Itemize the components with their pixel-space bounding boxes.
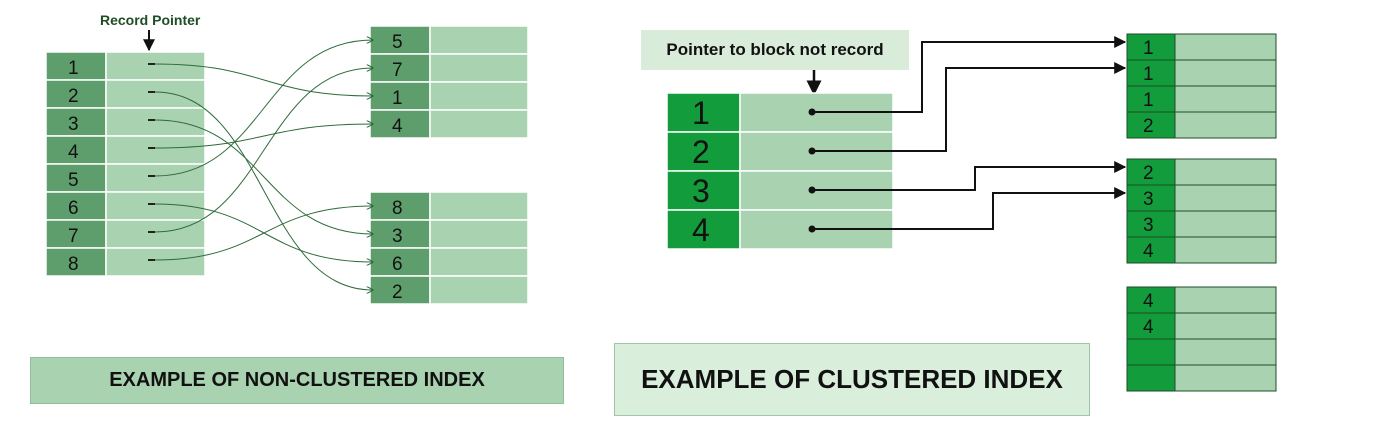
- data-block-b-key: 6: [392, 254, 403, 275]
- disk-block-2-key: 4: [1143, 241, 1154, 262]
- record-pointer-line: [154, 63, 373, 96]
- clustered-index-key: 1: [692, 95, 710, 131]
- block-pointer-line: [812, 187, 1127, 230]
- clustered-index-key-cell: [666, 92, 741, 133]
- disk-block-1-key: 1: [1143, 64, 1154, 85]
- data-block-a-key: 1: [392, 88, 403, 109]
- data-block-a-key-cell: [369, 25, 431, 55]
- index-pointer-cell: [105, 163, 206, 193]
- data-block-b-key: 2: [392, 282, 403, 303]
- data-block-b-key: 8: [392, 198, 403, 219]
- data-block-a-record-cell: [429, 109, 529, 139]
- disk-block-2-key: 3: [1143, 215, 1154, 236]
- record-pointer-label: Record Pointer: [100, 12, 201, 28]
- clustered-caption: EXAMPLE OF CLUSTERED INDEX: [614, 343, 1090, 416]
- data-block-b-record-cell: [429, 247, 529, 277]
- index-key: 6: [68, 198, 79, 219]
- record-pointer-line: [154, 206, 373, 261]
- disk-block-2-key-cell: [1126, 236, 1176, 264]
- data-block-a-key: 4: [392, 116, 403, 137]
- data-block-b-record-cell: [429, 275, 529, 305]
- disk-block-2-record-cell: [1174, 236, 1277, 264]
- disk-block-2-key: 2: [1143, 163, 1154, 184]
- disk-block-3-key-cell: [1126, 364, 1176, 392]
- data-block-b-key: 3: [392, 226, 403, 247]
- disk-block-1-key: 1: [1143, 90, 1154, 111]
- data-block-a-key: 7: [392, 60, 403, 81]
- disk-block-3-record-cell: [1174, 286, 1277, 314]
- block-pointer-note: Pointer to block not record: [641, 30, 909, 70]
- record-pointer-line: [154, 91, 373, 290]
- index-pointer-cell: [105, 107, 206, 137]
- block-pointer-line: [812, 161, 1127, 191]
- disk-block-1-record-cell: [1174, 85, 1277, 113]
- disk-block-1-key-cell: [1126, 33, 1176, 61]
- index-key: 2: [68, 86, 79, 107]
- index-key: 4: [68, 142, 79, 163]
- disk-block-3-key-cell: [1126, 286, 1176, 314]
- index-pointer-cell: [105, 219, 206, 249]
- index-pointer-cell: [105, 51, 206, 81]
- data-block-b-record-cell: [429, 191, 529, 221]
- record-pointer-line: [154, 124, 373, 149]
- disk-block-1-key: 2: [1143, 116, 1154, 137]
- disk-block-1-key-cell: [1126, 59, 1176, 87]
- block-pointer-line: [812, 36, 1127, 113]
- index-key: 1: [68, 58, 79, 79]
- index-key-cell: [45, 191, 107, 221]
- record-pointer-line: [154, 68, 373, 233]
- index-key-cell: [45, 219, 107, 249]
- disk-block-2-record-cell: [1174, 184, 1277, 212]
- index-pointer-cell: [105, 191, 206, 221]
- clustered-index-key: 4: [692, 212, 710, 248]
- index-key: 5: [68, 170, 79, 191]
- disk-block-2-record-cell: [1174, 210, 1277, 238]
- clustered-index-key: 2: [692, 134, 710, 170]
- disk-block-2-record-cell: [1174, 158, 1277, 186]
- data-block-b-record-cell: [429, 219, 529, 249]
- data-block-a-key-cell: [369, 109, 431, 139]
- disk-block-2-key-cell: [1126, 158, 1176, 186]
- clustered-index-key: 3: [692, 173, 710, 209]
- index-pointer-cell: [105, 79, 206, 109]
- index-key: 3: [68, 114, 79, 135]
- index-key: 8: [68, 254, 79, 275]
- disk-block-1-record-cell: [1174, 111, 1277, 139]
- disk-block-1-key-cell: [1126, 111, 1176, 139]
- non-clustered-caption: EXAMPLE OF NON-CLUSTERED INDEX: [30, 357, 564, 404]
- disk-block-2-key-cell: [1126, 210, 1176, 238]
- index-key: 7: [68, 226, 79, 247]
- disk-block-3-record-cell: [1174, 312, 1277, 340]
- disk-block-3-key: 4: [1143, 317, 1154, 338]
- data-block-a-key: 5: [392, 32, 403, 53]
- disk-block-1-record-cell: [1174, 33, 1277, 61]
- disk-block-3-record-cell: [1174, 364, 1277, 392]
- block-pointer-line: [812, 62, 1127, 152]
- data-block-a-record-cell: [429, 25, 529, 55]
- record-pointer-line: [154, 40, 373, 177]
- disk-block-3-key: 4: [1143, 291, 1154, 312]
- disk-block-1-record-cell: [1174, 59, 1277, 87]
- record-pointer-line: [154, 119, 373, 234]
- disk-block-3-key-cell: [1126, 338, 1176, 366]
- index-pointer-cell: [105, 247, 206, 277]
- data-block-a-record-cell: [429, 53, 529, 83]
- index-pointer-cell: [105, 135, 206, 165]
- disk-block-3-record-cell: [1174, 338, 1277, 366]
- disk-block-1-key-cell: [1126, 85, 1176, 113]
- data-block-a-record-cell: [429, 81, 529, 111]
- disk-block-2-key-cell: [1126, 184, 1176, 212]
- disk-block-1-key: 1: [1143, 38, 1154, 59]
- disk-block-2-key: 3: [1143, 189, 1154, 210]
